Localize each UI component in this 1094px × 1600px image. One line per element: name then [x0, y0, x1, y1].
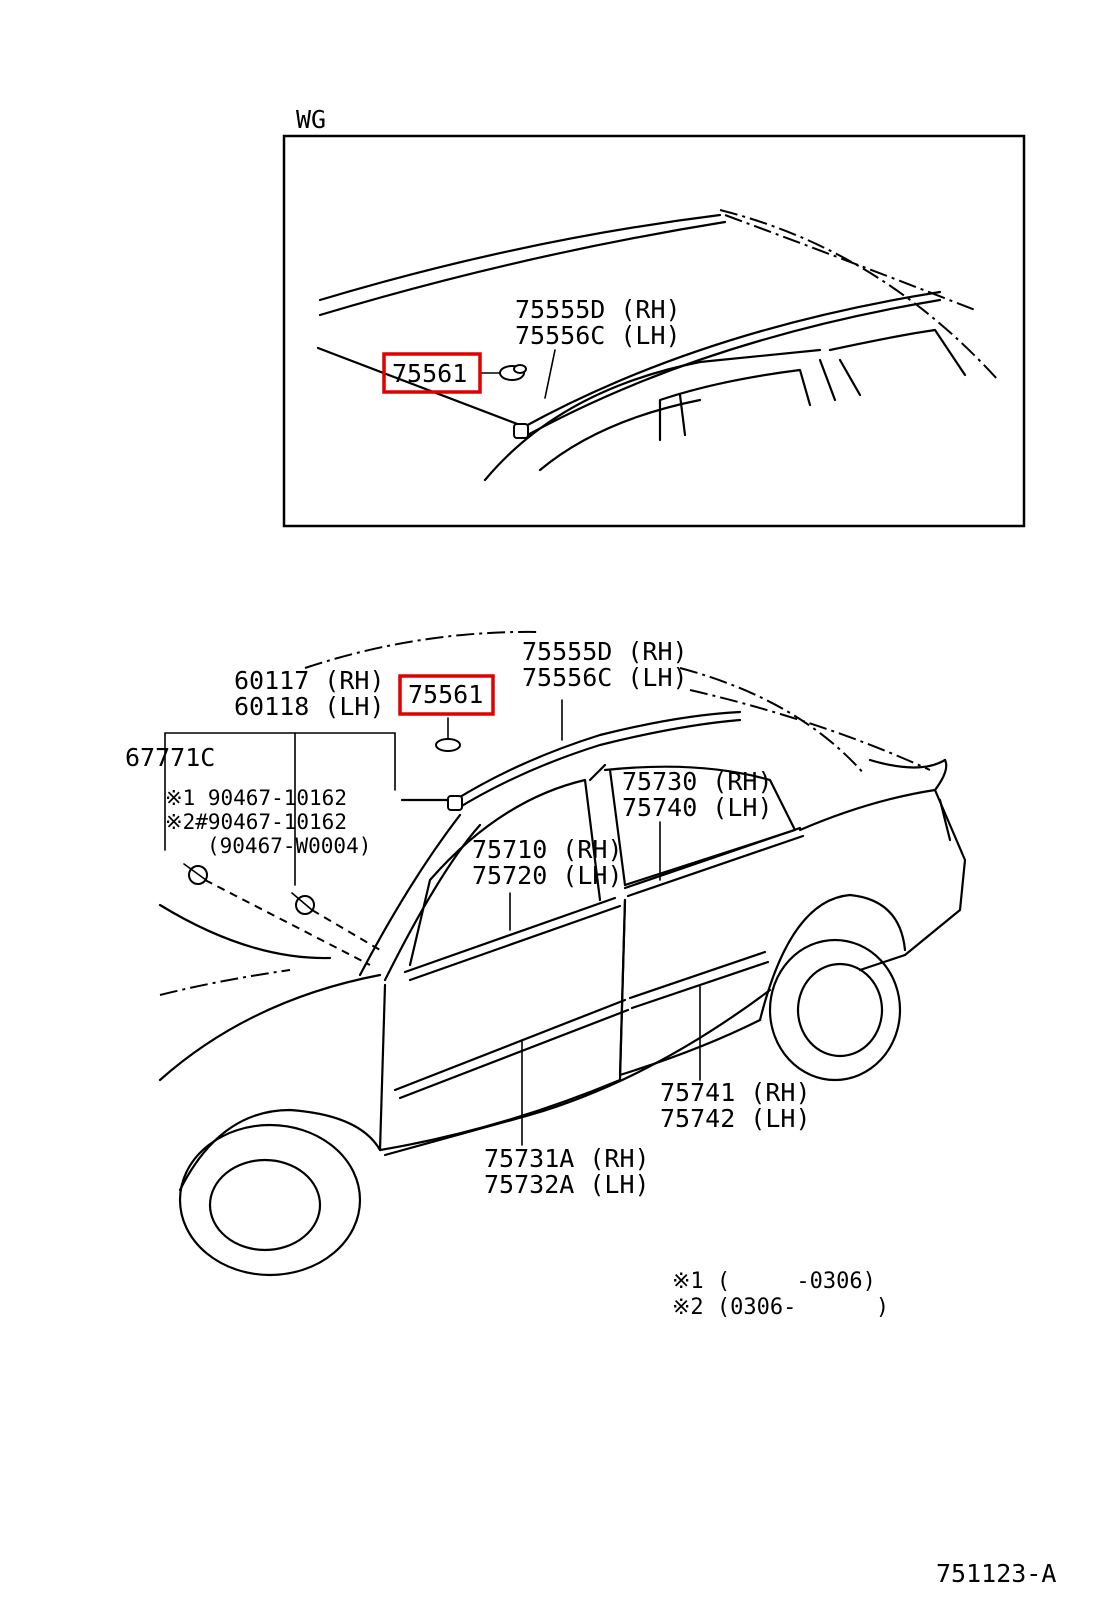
rear-wheel-arch — [758, 893, 907, 1022]
inset-roof-rear-2 — [719, 209, 999, 381]
legend-note-1: ※1 ( -0306) — [672, 1269, 876, 1294]
roof-outline-rear-2 — [689, 689, 931, 771]
inset-window-1 — [658, 368, 812, 442]
main-drawing: 75555D (RH) 75556C (LH) 75561 60117 (RH)… — [125, 630, 967, 1277]
inset-roof-rail-bottom — [520, 298, 942, 440]
rear-belt-molding-bottom — [626, 834, 805, 898]
inset-clip-tab — [513, 364, 527, 374]
inset-pillar-c — [818, 358, 837, 402]
clip-note-3: (90467-W0004) — [207, 834, 371, 858]
rear-roof-edge — [868, 758, 947, 769]
rear-wheel-rim — [796, 962, 884, 1058]
front-belt-lh-label: 75720 (LH) — [472, 861, 623, 890]
b-pillar-top — [588, 763, 607, 782]
fender-lh-label: 60118 (LH) — [234, 692, 385, 721]
inset-window-2 — [828, 328, 967, 377]
inset-rail-rh-label: 75555D (RH) — [515, 295, 681, 324]
figure-id: 751123-A — [936, 1559, 1056, 1588]
clip-part — [435, 717, 461, 752]
inset-roof-edge — [318, 213, 722, 302]
inset-pillar-b — [678, 393, 687, 437]
fender-rh-label: 60117 (RH) — [234, 666, 385, 695]
rear-quarter — [798, 788, 967, 972]
clip-shape — [435, 738, 461, 752]
seal-label: 67771C — [125, 743, 215, 772]
roof-rail-end-cap — [447, 795, 463, 811]
front-window-frame — [408, 778, 602, 967]
roof-rail-bottom — [453, 718, 742, 812]
roof-outline-front — [304, 630, 541, 669]
front-side-lh-label: 75732A (LH) — [484, 1170, 650, 1199]
front-belt-rh-label: 75710 (RH) — [472, 835, 623, 864]
rear-door-outline — [618, 898, 762, 1077]
a-pillar-inner — [383, 823, 482, 982]
inset-body-line — [483, 348, 822, 482]
rear-belt-lh-label: 75740 (LH) — [622, 793, 773, 822]
clip-note-1: ※1 90467-10162 — [165, 786, 347, 810]
rear-belt-rh-label: 75730 (RH) — [622, 767, 773, 796]
legend-note-2: ※2 (0306- ) — [672, 1295, 889, 1320]
inset-frame — [282, 134, 1026, 528]
rocker-line — [383, 988, 772, 1157]
fender-clip-1-stem — [183, 863, 207, 881]
inset-clip-part — [479, 364, 527, 381]
hood-dash — [159, 969, 291, 996]
clip-highlight — [398, 674, 495, 716]
rear-side-rh-label: 75741 (RH) — [660, 1078, 811, 1107]
inset-clip-highlight — [382, 352, 482, 394]
front-wheel-arch — [178, 1108, 382, 1192]
tail-light-top — [933, 758, 948, 792]
front-wheel-rim — [208, 1158, 322, 1252]
fender-clip-1 — [183, 863, 208, 885]
front-side-rh-label: 75731A (RH) — [484, 1144, 650, 1173]
roof-outline-rear — [679, 667, 866, 776]
hood-line — [158, 903, 332, 960]
front-wheel — [178, 1123, 362, 1277]
rear-side-molding-top — [628, 950, 767, 1000]
rear-belt-molding-top — [623, 826, 802, 890]
inset-rail-leader — [544, 349, 556, 399]
front-belt-molding-bottom — [408, 904, 622, 982]
inset-title: WG — [296, 105, 326, 134]
inset-clip-label: 75561 — [392, 359, 467, 388]
fender-clip-1-leader — [204, 879, 371, 966]
legend: ※1 ( -0306) ※2 (0306- ) — [672, 1269, 889, 1320]
a-pillar — [358, 813, 462, 977]
front-side-molding-bottom — [398, 1008, 630, 1100]
front-belt-molding-top — [403, 896, 617, 974]
roof-rail-top — [453, 710, 742, 802]
fender-clip-2 — [291, 892, 315, 915]
rail-rh-label: 75555D (RH) — [522, 637, 688, 666]
rail-lh-label: 75556C (LH) — [522, 663, 688, 692]
clip-label: 75561 — [408, 680, 483, 709]
rear-window-pillar — [608, 768, 627, 887]
rear-window-frame — [603, 765, 797, 887]
inset-window-2-frame — [838, 358, 862, 397]
clip-note-2: ※2#90467-10162 — [165, 810, 347, 834]
hood-front — [158, 973, 382, 1082]
fender-clip-2-leader — [311, 909, 381, 951]
rear-wheel — [768, 938, 902, 1082]
rear-side-lh-label: 75742 (LH) — [660, 1104, 811, 1133]
fender-clip-2-stem — [291, 892, 313, 911]
tail-light — [938, 798, 952, 842]
inset-door-frame — [538, 398, 702, 472]
inset-panel: WG 75555D (RH) 75556C (LH) 75561 — [282, 105, 1026, 528]
bracket-fender — [164, 732, 396, 791]
inset-rail-end-cap — [513, 423, 529, 439]
inset-roof-edge-inner — [318, 220, 727, 317]
inset-windshield-edge — [316, 346, 522, 427]
inset-rail-lh-label: 75556C (LH) — [515, 321, 681, 350]
inset-roof-rail-top — [520, 290, 942, 430]
inset-roof-rear — [724, 214, 976, 311]
front-side-molding-top — [393, 998, 627, 1092]
